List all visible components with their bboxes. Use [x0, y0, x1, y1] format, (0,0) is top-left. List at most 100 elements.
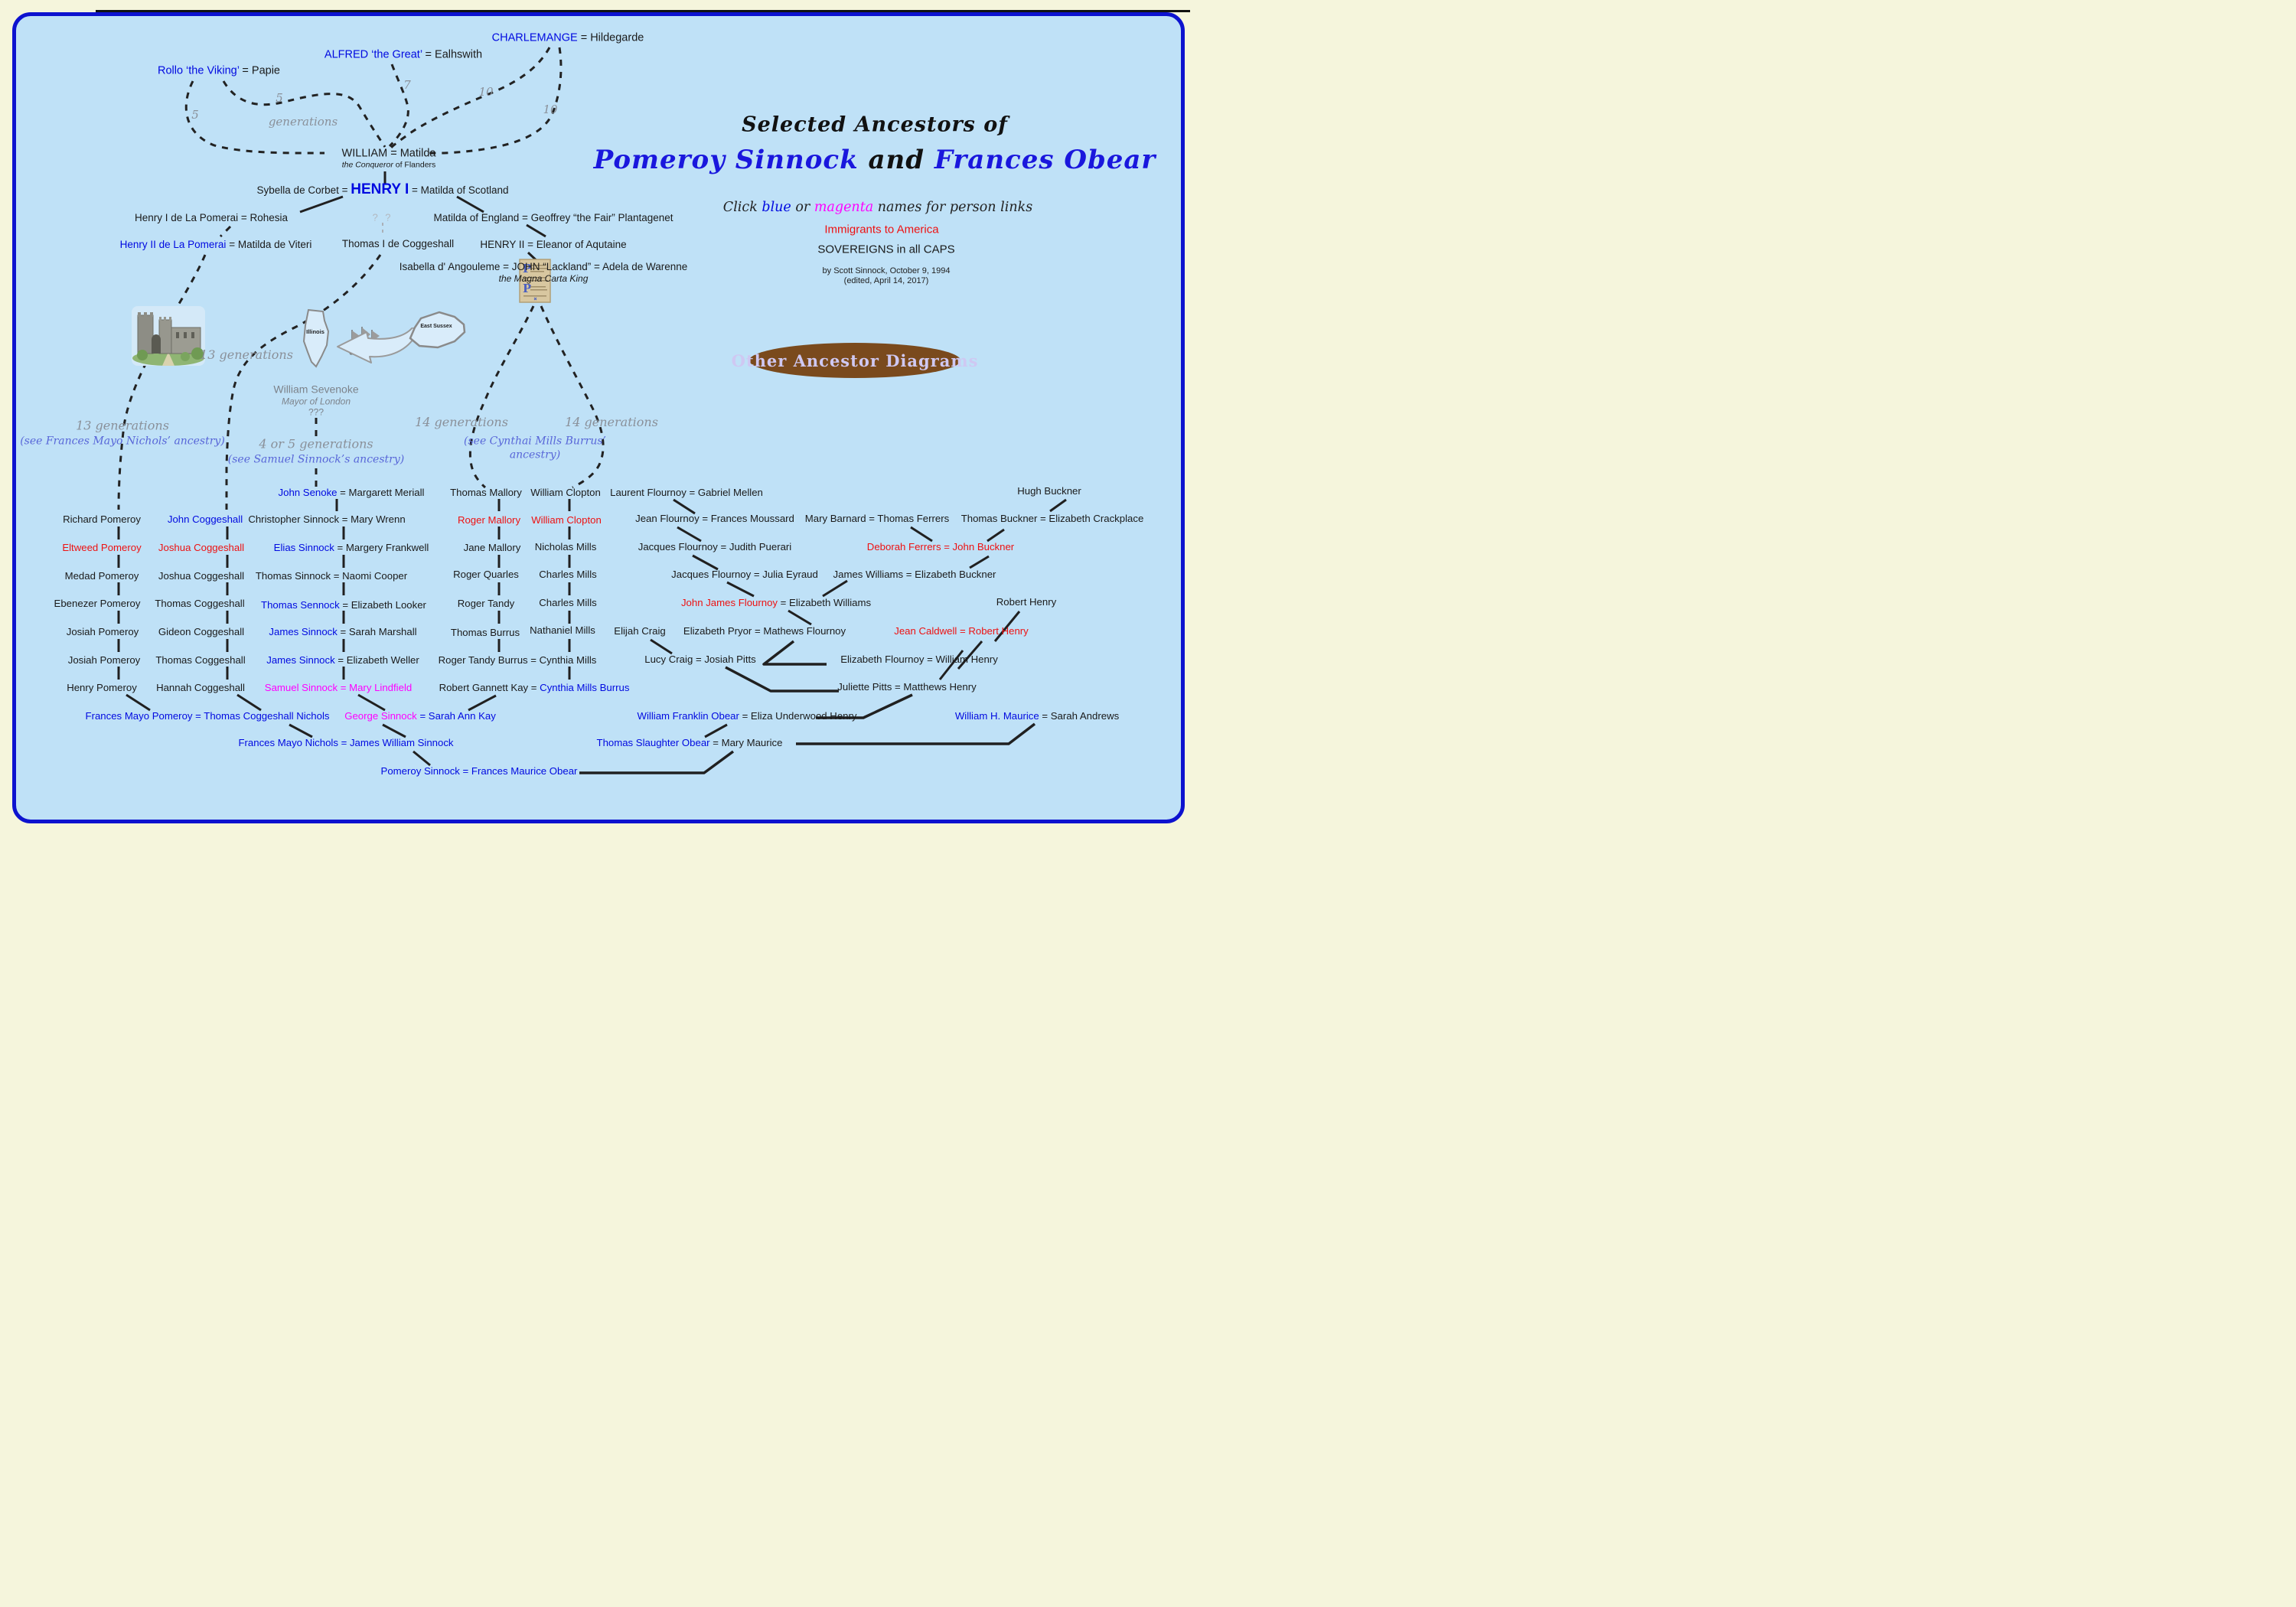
person-jane-mallory: Jane Mallory: [463, 542, 521, 554]
person-henry-i-de-la-pomerai: Henry I de La Pomerai = Rohesia: [135, 212, 288, 224]
person-elias-sinnock[interactable]: Elias Sinnock = Margery Frankwell: [273, 542, 429, 554]
legend-click-note: Click blue or magenta names for person l…: [722, 200, 1033, 215]
genealogy-board: Illinois East Sussex P P Selected Ancest…: [0, 0, 1200, 840]
person-richard-pomeroy: Richard Pomeroy: [63, 513, 141, 526]
person-jean-caldwell: Jean Caldwell = Robert Henry: [894, 625, 1029, 637]
magna-carta-image: P P: [519, 259, 551, 303]
person-pomeroy-sinnock[interactable]: Pomeroy Sinnock = Frances Maurice Obear: [380, 765, 578, 777]
person-charlemange[interactable]: CHARLEMANGE = Hildegarde: [491, 31, 644, 44]
connector-dashed-line: [222, 80, 386, 148]
person-jean-flournoy: Jean Flournoy = Frances Moussard: [635, 513, 794, 525]
person-roger-tandy: Roger Tandy: [457, 598, 515, 610]
person-john-coggeshall[interactable]: John Coggeshall: [167, 513, 243, 526]
connector-dashed-line: [429, 47, 563, 155]
connector-dashed-line: [468, 305, 535, 489]
person-matilda-of-england: Matilda of England = Geoffrey “the Fair”…: [433, 212, 673, 224]
connector-dashed-line: [219, 225, 232, 238]
connector-solid-line: [969, 555, 990, 569]
label-4-or-5-generations: 4 or 5 generations(see Samuel Sinnock’s …: [227, 436, 405, 466]
person-john-senoke[interactable]: John Senoke = Margarett Meriall: [278, 487, 425, 499]
label-13-generations-b: 13 generations(see Frances Mayo Nichols’…: [20, 418, 225, 448]
person-eltweed-pomeroy: Eltweed Pomeroy: [62, 542, 142, 554]
connector-solid-line: [468, 694, 497, 712]
person-robert-henry-sr: Robert Henry: [996, 596, 1057, 608]
label-14-generations-b: 14 generations: [565, 415, 658, 430]
person-charles-mills-sr: Charles Mills: [539, 569, 597, 581]
person-thomas-i-de-coggeshall: Thomas I de Coggeshall: [341, 238, 455, 250]
person-william-franklin-obear[interactable]: William Franklin Obear = Eliza Underwood…: [637, 710, 857, 722]
person-james-sinnock-sr[interactable]: James Sinnock = Sarah Marshall: [269, 626, 417, 638]
label-10-generations-b: 10: [543, 103, 558, 117]
person-frances-mayo-nichols[interactable]: Frances Mayo Nichols = James William Sin…: [238, 737, 454, 749]
connector-solid-line: [357, 693, 386, 712]
person-jacques-flournoy-jr: Jacques Flournoy = Julia Eyraud: [671, 569, 818, 581]
connector-elbow-line: [762, 640, 827, 666]
label-5-generations-a: 5: [276, 91, 283, 106]
person-henry-ii: HENRY II = Eleanor of Aqutaine: [480, 239, 627, 251]
person-william-h-maurice[interactable]: William H. Maurice = Sarah Andrews: [954, 710, 1120, 722]
person-robert-gannett-kay[interactable]: Robert Gannett Kay = Cynthia Mills Burru…: [439, 682, 630, 694]
person-james-sinnock-jr[interactable]: James Sinnock = Elizabeth Weller: [266, 654, 419, 667]
person-elizabeth-flournoy: Elizabeth Flournoy = William Henry: [840, 654, 998, 666]
connector-solid-line: [382, 723, 406, 738]
label-7-generations: 7: [403, 78, 411, 93]
connector-solid-line: [526, 223, 546, 238]
connector-solid-line: [987, 528, 1005, 543]
person-thomas-coggeshall-jr: Thomas Coggeshall: [155, 654, 246, 667]
other-ancestor-diagrams-button[interactable]: Other Ancestor Diagrams: [732, 343, 977, 378]
connector-dashed-line: [225, 254, 382, 510]
connector-elbow-line: [579, 750, 735, 774]
person-ebenezer-pomeroy: Ebenezer Pomeroy: [54, 598, 141, 610]
person-roger-tandy-burrus: Roger Tandy Burrus = Cynthia Mills: [438, 654, 597, 667]
connector-dashed-line: [540, 305, 605, 489]
connector-solid-line: [126, 693, 151, 712]
person-thomas-slaughter-obear[interactable]: Thomas Slaughter Obear = Mary Maurice: [596, 737, 783, 749]
svg-text:P: P: [523, 262, 531, 275]
svg-text:P: P: [523, 282, 531, 295]
person-medad-pomeroy: Medad Pomeroy: [64, 570, 139, 582]
person-nicholas-mills: Nicholas Mills: [534, 541, 597, 553]
label-generations: generations: [268, 115, 338, 129]
person-lucy-craig: Lucy Craig = Josiah Pitts: [644, 654, 756, 666]
person-alfred[interactable]: ALFRED ‘the Great’ = Ealhswith: [324, 48, 483, 61]
page-title-line1: Selected Ancestors of: [742, 112, 1008, 137]
person-thomas-buckner: Thomas Buckner = Elizabeth Crackplace: [960, 513, 1144, 525]
person-thomas-sennock[interactable]: Thomas Sennock = Elizabeth Looker: [261, 599, 426, 611]
person-rollo[interactable]: Rollo ‘the Viking’ = Papie: [157, 64, 281, 77]
title-name-frances-obear: Frances Obear: [934, 145, 1156, 175]
connector-solid-line: [788, 609, 812, 626]
person-william-clopton-sr: William Clopton: [530, 487, 601, 499]
label-see-cynthai-mills-burrus: (see Cynthai Mills Burrus’ancestry): [464, 435, 606, 461]
illinois-map: Illinois: [302, 308, 330, 368]
person-josiah-pomeroy-jr: Josiah Pomeroy: [67, 654, 141, 667]
person-henry-i[interactable]: Sybella de Corbet = HENRY I = Matilda of…: [256, 181, 509, 197]
person-christopher-sinnock: Christopher Sinnock = Mary Wrenn: [248, 513, 406, 526]
person-thomas-mallory: Thomas Mallory: [450, 487, 522, 499]
person-mary-barnard: Mary Barnard = Thomas Ferrers: [804, 513, 950, 525]
person-deborah-ferrers: Deborah Ferrers = John Buckner: [866, 541, 1015, 553]
person-frances-mayo-pomeroy[interactable]: Frances Mayo Pomeroy = Thomas Coggeshall…: [85, 710, 330, 722]
person-juliette-pitts: Juliette Pitts = Matthews Henry: [837, 681, 977, 693]
person-joshua-coggeshall-jr: Joshua Coggeshall: [158, 570, 245, 582]
connector-solid-line: [299, 195, 344, 214]
migration-arrow: [337, 328, 419, 363]
person-roger-quarles: Roger Quarles: [453, 569, 519, 581]
label-13-generations-a: 13 generations: [200, 347, 293, 363]
connector-elbow-line: [816, 693, 913, 719]
person-james-williams: James Williams = Elizabeth Buckner: [833, 569, 996, 581]
person-samuel-sinnock[interactable]: Samuel Sinnock = Mary Lindfield: [264, 682, 413, 694]
page-title-line2: Pomeroy Sinnock and Frances Obear: [593, 145, 1156, 175]
person-henry-ii-de-la-pomerai[interactable]: Henry II de La Pomerai = Matilda de Vite…: [119, 239, 312, 251]
connector-dashed-line: [184, 80, 325, 155]
person-joshua-coggeshall-sr: Joshua Coggeshall: [158, 542, 245, 554]
connector-solid-line: [704, 723, 728, 738]
label-14-generations-a: 14 generations: [415, 415, 508, 430]
person-john-james-flournoy: John James Flournoy = Elizabeth Williams: [680, 597, 872, 609]
connector-elbow-line: [796, 722, 1036, 745]
connector-solid-line: [289, 723, 313, 738]
person-george-sinnock[interactable]: George Sinnock = Sarah Ann Kay: [344, 710, 496, 722]
connector-solid-line: [993, 611, 1021, 642]
person-laurent-flournoy: Laurent Flournoy = Gabriel Mellen: [610, 487, 763, 499]
label-10-generations-a: 10: [478, 85, 494, 99]
